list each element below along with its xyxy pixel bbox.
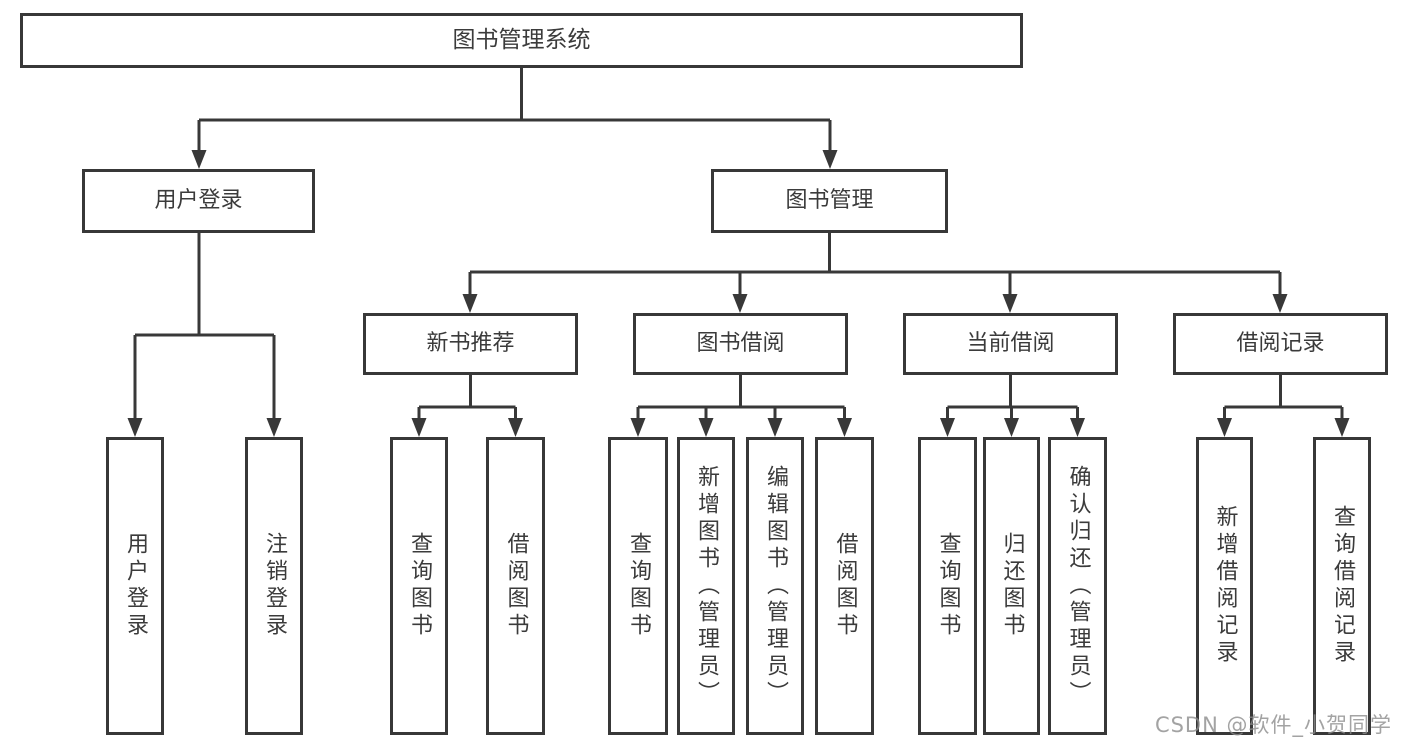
node-library-management-system: 图书管理系统 — [20, 13, 1023, 68]
csdn-watermark: CSDN @软件_小贺同学 — [1154, 713, 1392, 737]
node-label: 借阅图书 — [832, 532, 858, 640]
leaf-add-borrow-record: 新增借阅记录 — [1196, 437, 1253, 735]
node-label: 注销登录 — [262, 532, 287, 640]
leaf-query-books-current: 查询图书 — [918, 437, 977, 735]
node-label: 借阅图书 — [503, 532, 529, 640]
node-new-book-recommend: 新书推荐 — [363, 313, 578, 375]
node-borrowing-records: 借阅记录 — [1173, 313, 1388, 375]
node-label: 当前借阅 — [966, 331, 1055, 356]
node-label: 确认归还（管理员） — [1065, 464, 1091, 708]
leaf-logout: 注销登录 — [245, 437, 303, 735]
node-label: 编辑图书（管理员） — [763, 464, 788, 708]
leaf-edit-book-admin: 编辑图书（管理员） — [746, 437, 804, 735]
leaf-user-login: 用户登录 — [106, 437, 164, 735]
node-label: 用户登录 — [123, 532, 148, 640]
node-label: 用户登录 — [154, 188, 243, 213]
leaf-confirm-return-admin: 确认归还（管理员） — [1048, 437, 1107, 735]
node-label: 新增借阅记录 — [1212, 505, 1238, 667]
node-user-login: 用户登录 — [82, 169, 315, 233]
node-label: 查询借阅记录 — [1330, 505, 1355, 667]
leaf-borrow-books-borrowing: 借阅图书 — [815, 437, 874, 735]
node-current-borrowing: 当前借阅 — [903, 313, 1118, 375]
node-label: 借阅记录 — [1236, 331, 1325, 356]
node-label: 查询图书 — [935, 532, 961, 640]
node-label: 新增图书（管理员） — [694, 464, 719, 708]
node-label: 图书管理系统 — [452, 27, 591, 53]
node-book-management: 图书管理 — [711, 169, 948, 233]
leaf-query-books-borrowing: 查询图书 — [608, 437, 668, 735]
leaf-add-book-admin: 新增图书（管理员） — [677, 437, 735, 735]
node-label: 查询图书 — [626, 532, 651, 640]
leaf-query-books-recommend: 查询图书 — [390, 437, 448, 735]
node-book-borrowing: 图书借阅 — [633, 313, 848, 375]
leaf-query-borrow-record: 查询借阅记录 — [1313, 437, 1371, 735]
node-label: 图书管理 — [785, 188, 874, 213]
node-label: 查询图书 — [407, 532, 432, 640]
node-label: 图书借阅 — [696, 331, 785, 356]
leaf-borrow-books-recommend: 借阅图书 — [486, 437, 545, 735]
leaf-return-books: 归还图书 — [983, 437, 1040, 735]
node-label: 新书推荐 — [426, 331, 515, 356]
arrowheads — [127, 150, 1350, 437]
node-label: 归还图书 — [999, 532, 1025, 640]
